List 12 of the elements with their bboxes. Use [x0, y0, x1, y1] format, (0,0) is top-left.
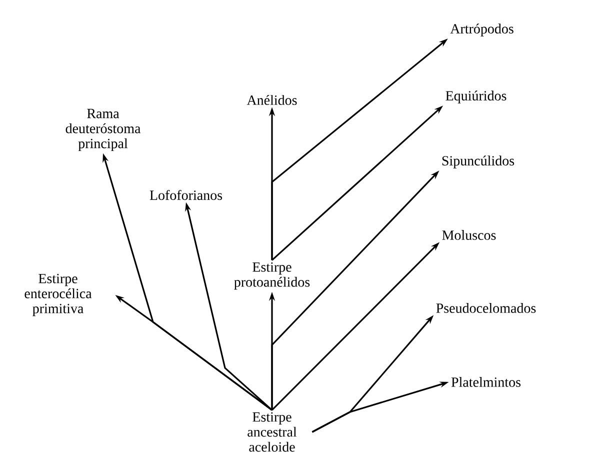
taxon-label: Estirpe protoanélidos: [234, 262, 310, 290]
taxon-label: Artrópodos: [450, 24, 514, 36]
taxon-label: Estirpe ancestral aceloide: [248, 412, 297, 452]
taxon-label: Moluscos: [442, 230, 496, 240]
taxon-label: Lofoforianos: [150, 190, 222, 200]
taxon-label: Rama deuteróstoma principal: [66, 108, 141, 152]
taxon-label: Equiúridos: [446, 90, 506, 104]
taxon-label: Pseudocelomados: [436, 303, 536, 313]
taxon-label: Platelmintos: [451, 377, 520, 387]
taxon-label: Anélidos: [246, 95, 297, 105]
taxon-label: Estirpe enterocélica primitiva: [24, 274, 92, 316]
taxon-label: Sipuncúlidos: [442, 156, 514, 168]
